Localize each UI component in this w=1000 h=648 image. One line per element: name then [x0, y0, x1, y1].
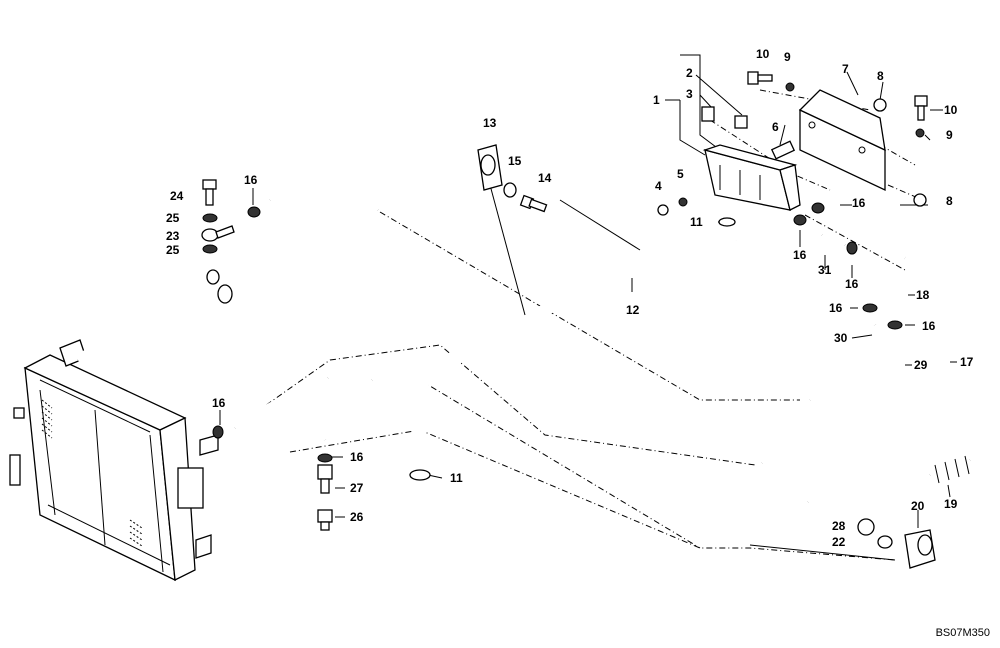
callout-16a: 16 — [244, 173, 258, 187]
callout-14: 14 — [538, 171, 552, 185]
callout-13: 13 — [483, 116, 497, 130]
callout-12: 12 — [626, 303, 640, 317]
callout-16h: 16 — [922, 319, 936, 333]
hoses — [75, 178, 973, 508]
callout-8a: 8 — [877, 69, 884, 83]
drawing-code: BS07M350 — [935, 627, 990, 639]
callout-19: 19 — [944, 497, 958, 511]
callout-24: 24 — [170, 189, 184, 203]
callout-29: 29 — [914, 358, 928, 372]
small-parts — [201, 71, 936, 569]
callout-17: 17 — [960, 355, 974, 369]
callout-25b: 25 — [166, 243, 180, 257]
callout-16b: 16 — [212, 396, 226, 410]
callout-16d: 16 — [852, 196, 866, 210]
callout-4: 4 — [655, 179, 662, 193]
callout-6: 6 — [772, 120, 779, 134]
callout-22: 22 — [832, 535, 846, 549]
callout-labels: 1 2 3 4 5 6 7 8 8 9 9 10 10 11 11 12 13 … — [166, 47, 974, 549]
callout-28: 28 — [832, 519, 846, 533]
callout-5: 5 — [677, 167, 684, 181]
callout-15: 15 — [508, 154, 522, 168]
callout-1: 1 — [653, 93, 660, 107]
callout-20: 20 — [911, 499, 925, 513]
radiator — [9, 339, 219, 582]
routing-lines — [244, 89, 919, 561]
callout-16e: 16 — [793, 248, 807, 262]
callout-18: 18 — [916, 288, 930, 302]
callout-31: 31 — [818, 263, 832, 277]
callout-11a: 11 — [690, 215, 703, 229]
callout-26: 26 — [350, 510, 364, 524]
callout-30: 30 — [834, 331, 848, 345]
callout-9a: 9 — [784, 50, 791, 64]
callout-3: 3 — [686, 87, 693, 101]
callout-27: 27 — [350, 481, 364, 495]
callout-11b: 11 — [450, 471, 463, 485]
callout-10a: 10 — [756, 47, 770, 61]
callout-10b: 10 — [944, 103, 958, 117]
callout-2: 2 — [686, 66, 693, 80]
callout-23: 23 — [166, 229, 180, 243]
callout-25a: 25 — [166, 211, 180, 225]
callout-9b: 9 — [946, 128, 953, 142]
callout-7: 7 — [842, 62, 849, 76]
callout-16g: 16 — [829, 301, 843, 315]
callout-16f: 16 — [845, 277, 859, 291]
callout-16c: 16 — [350, 450, 364, 464]
callout-8b: 8 — [946, 194, 953, 208]
